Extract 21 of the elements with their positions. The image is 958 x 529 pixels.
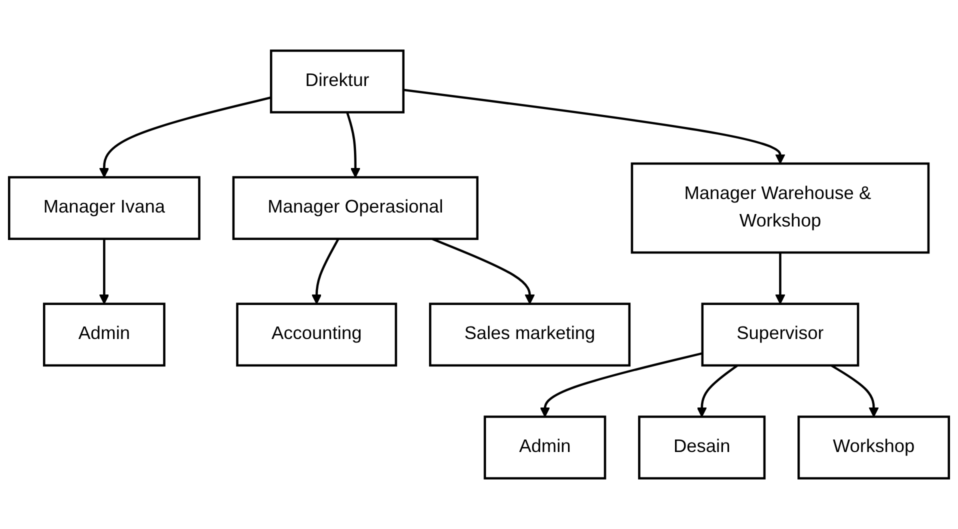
arrow bbox=[432, 238, 535, 304]
arrow bbox=[403, 88, 786, 164]
node-box: Sales marketing bbox=[429, 302, 631, 367]
node-box: Direktur bbox=[270, 50, 405, 114]
arrow bbox=[696, 364, 738, 418]
arrow bbox=[346, 112, 360, 178]
arrow bbox=[312, 238, 340, 304]
node-box: Accounting bbox=[236, 302, 398, 367]
arrow bbox=[775, 252, 786, 304]
node-box: Manager Warehouse & Workshop bbox=[630, 162, 930, 254]
node-box: Admin bbox=[42, 302, 166, 367]
node-box: Workshop bbox=[798, 416, 950, 480]
node-box: Supervisor bbox=[701, 302, 860, 367]
arrow bbox=[99, 96, 272, 178]
node-box: Admin bbox=[484, 416, 606, 480]
node-box: Manager Ivana bbox=[8, 176, 200, 240]
node-box: Desain bbox=[638, 416, 766, 480]
arrow bbox=[540, 352, 703, 418]
arrow bbox=[830, 364, 879, 418]
arrow bbox=[99, 238, 110, 304]
node-box: Manager Operasional bbox=[232, 176, 478, 240]
